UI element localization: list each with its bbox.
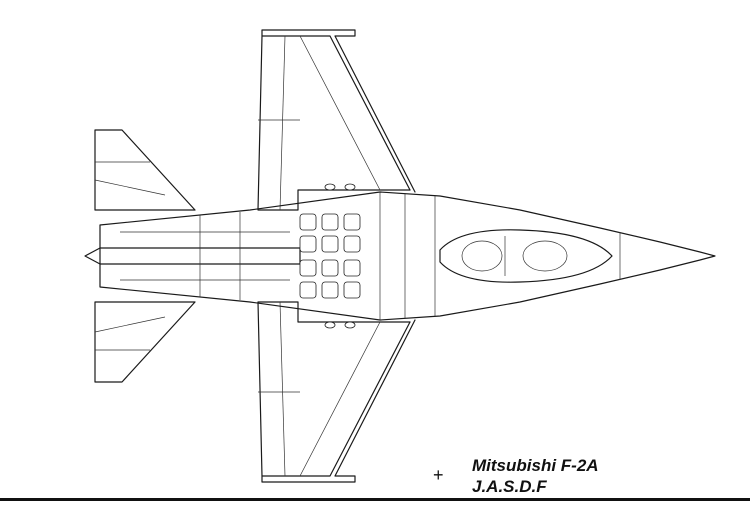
upper-stabilizer (94, 129, 196, 211)
canopy (439, 229, 613, 283)
upper-wing (257, 29, 416, 211)
aircraft-name: Mitsubishi F-2A (472, 456, 599, 475)
operator-name: J.A.S.D.F (472, 477, 547, 496)
lower-stabilizer (94, 301, 196, 383)
access-panels (299, 183, 361, 329)
aircraft-caption: Mitsubishi F-2A J.A.S.D.F (472, 455, 599, 497)
bottom-rule (0, 498, 750, 501)
lower-wing (257, 301, 416, 483)
fuselage (84, 191, 716, 321)
center-marker-cross: + (433, 465, 444, 485)
